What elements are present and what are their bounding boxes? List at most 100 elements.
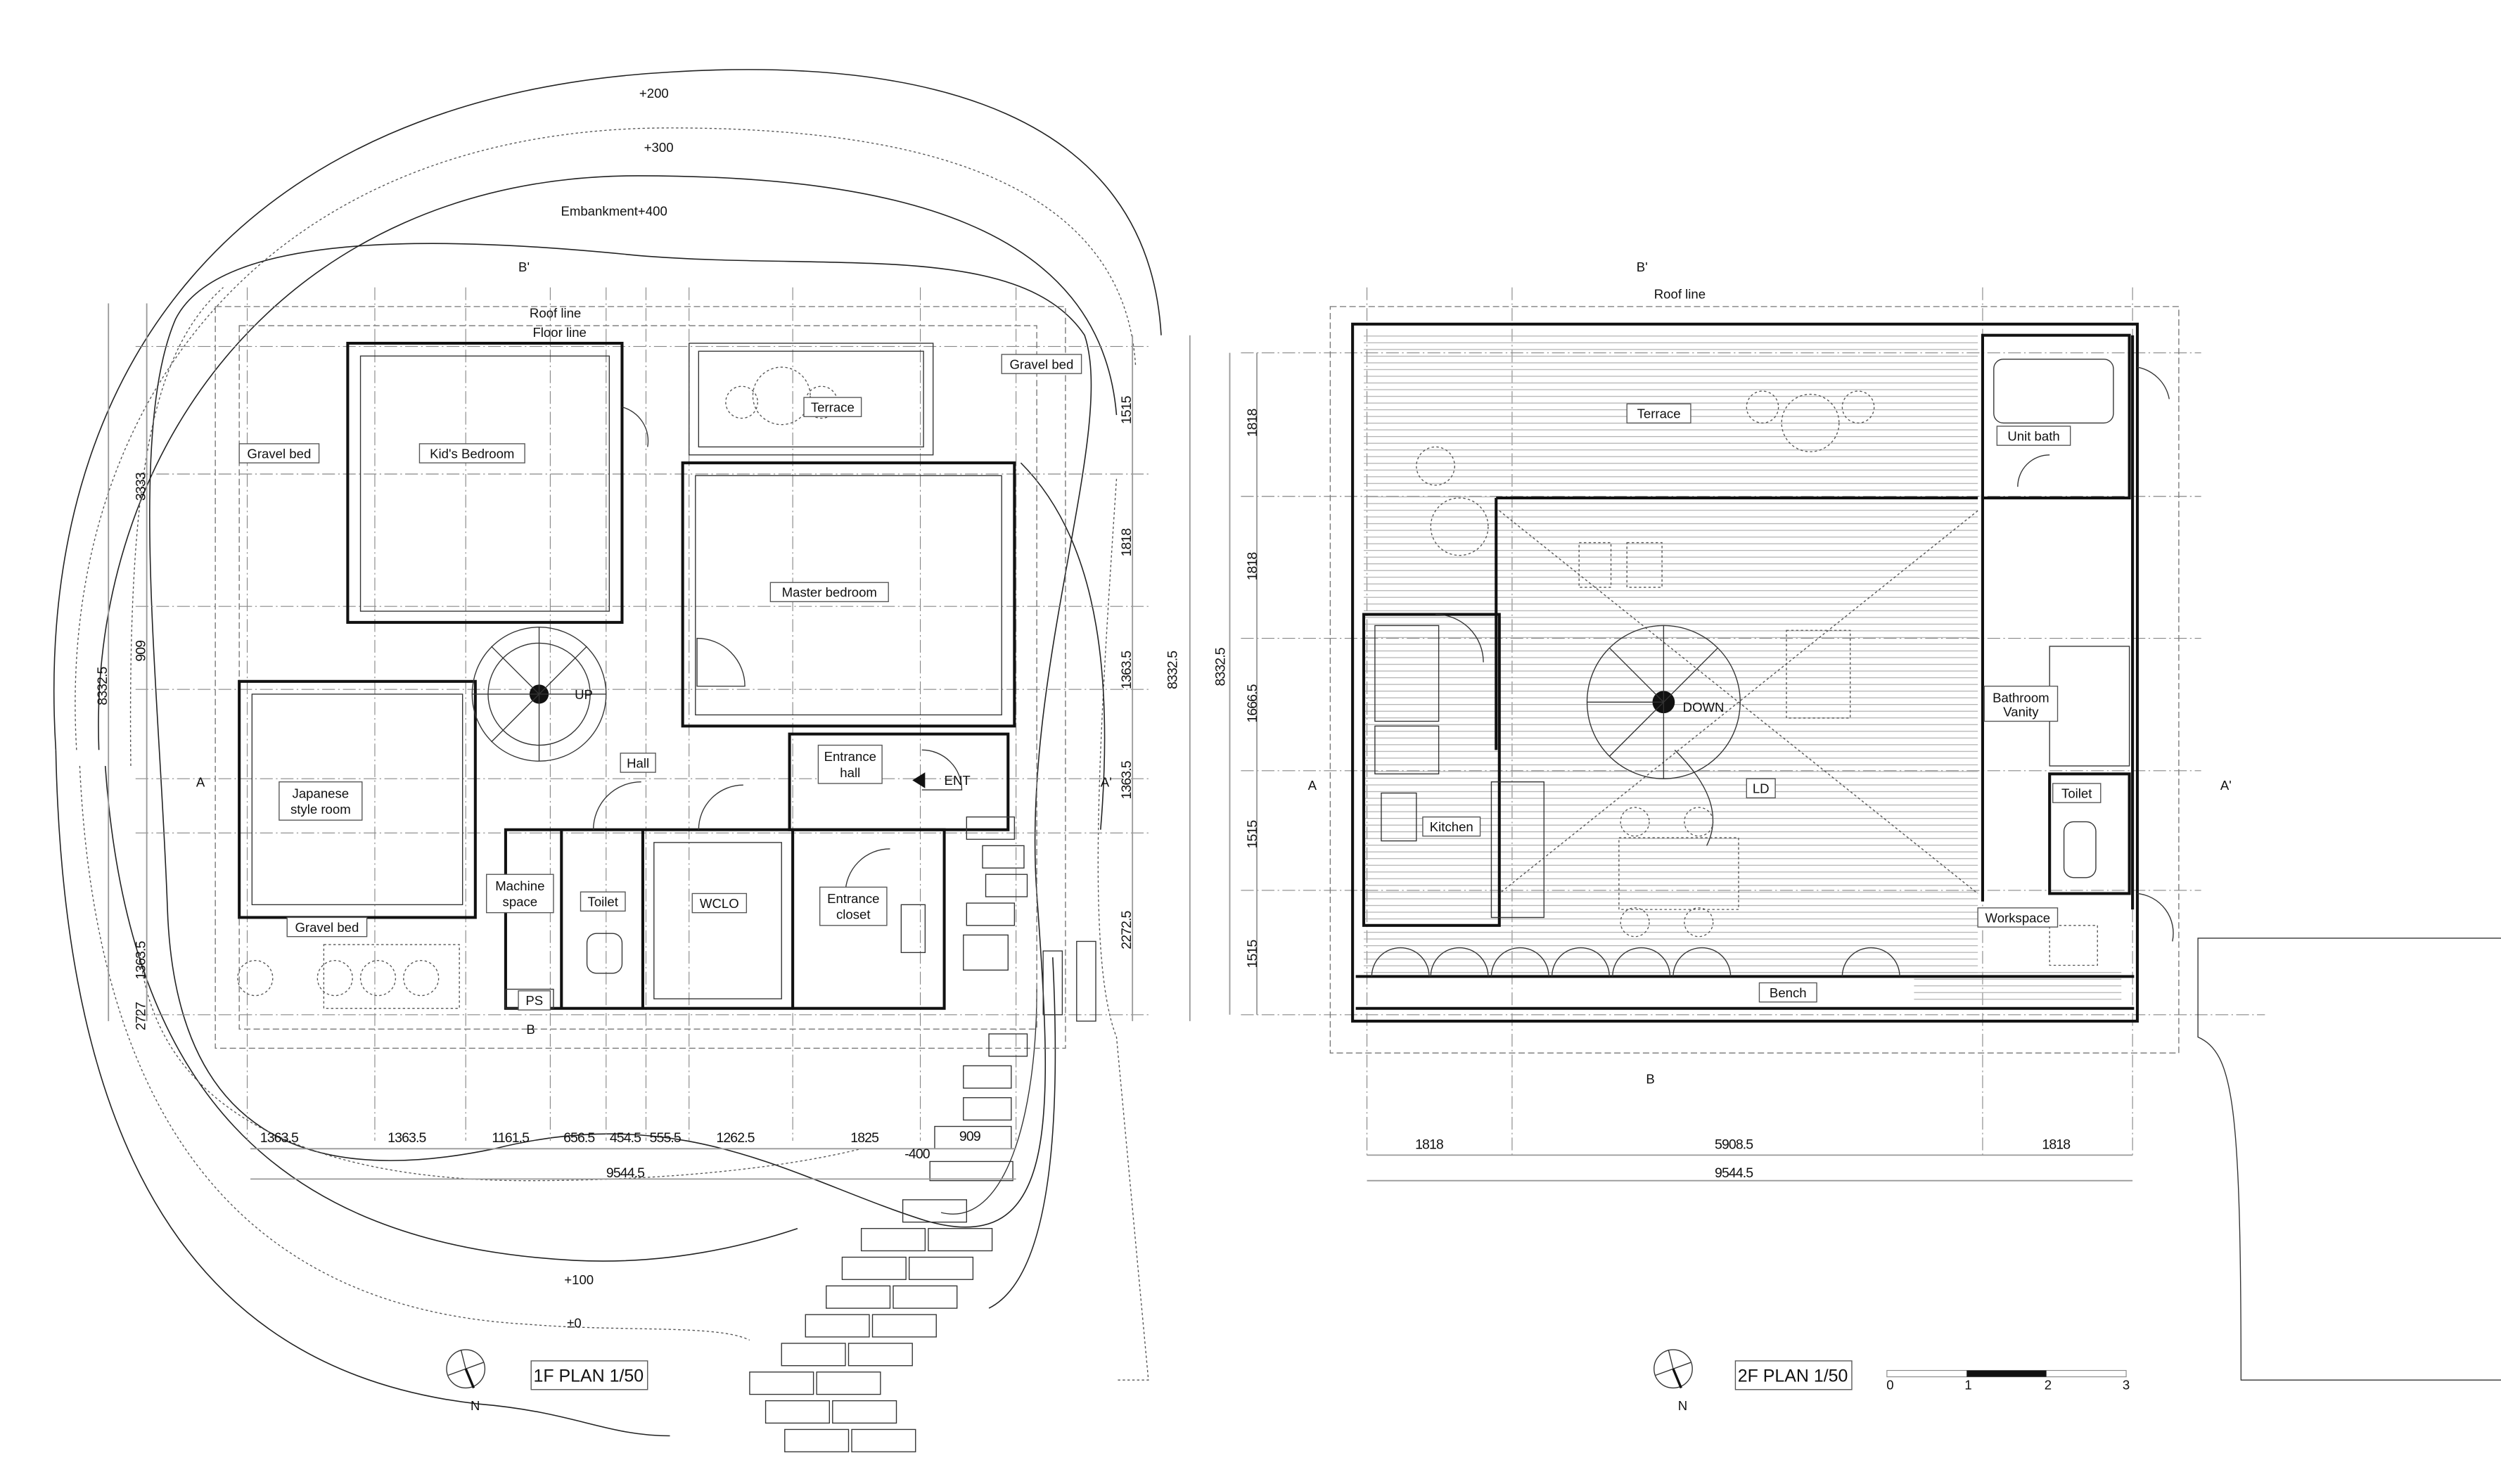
dim-right-total: 8332.5 [1165, 651, 1181, 689]
section-mark-b-bottom: B [526, 1022, 535, 1037]
stair-label-up: UP [575, 687, 593, 702]
contour-label-0: ±0 [567, 1315, 582, 1330]
room-label-entrance-closet: Entrance [827, 891, 879, 906]
room-label-gravel-bed: Gravel bed [1009, 357, 1073, 371]
roof-line-outline-2f [1329, 306, 2180, 1054]
dim-left: 909 [133, 641, 148, 662]
room-label-master-bedroom: Master bedroom [782, 585, 877, 600]
dimension-lines-2f [1229, 352, 2133, 1182]
room-label-terrace: Terrace [811, 400, 855, 415]
contour-label-embankment: Embankment+400 [561, 204, 667, 219]
dim-right: 1818 [1119, 529, 1134, 557]
floor-line-label: Floor line [532, 325, 586, 340]
room-label-entrance-hall: Entrance [824, 749, 876, 764]
walls-1f [238, 341, 1016, 1010]
dim-bottom: 656.5 [563, 1130, 595, 1146]
scale-tick: 0 [1886, 1378, 1893, 1393]
scale-bar: 0 1 2 3 [1886, 1369, 2130, 1393]
room-label-gravel-bed: Gravel bed [247, 446, 311, 461]
dim-bottom: 1363.5 [388, 1130, 426, 1146]
site-contours [53, 69, 1162, 1437]
dim-left: 1818 [1245, 553, 1260, 581]
section-mark-a-right: A' [1101, 775, 1112, 790]
room-label-toilet: Toilet [588, 895, 619, 909]
spiral-stair-1f [471, 627, 607, 762]
north-label: N [1678, 1398, 1687, 1413]
room-label-entrance-hall: hall [840, 765, 860, 780]
section-mark-b-top: B' [518, 260, 530, 274]
room-label-japanese-style-room: style room [290, 802, 351, 817]
dim-left: 3333 [133, 473, 148, 501]
room-label-kids-bedroom: Kid's Bedroom [430, 446, 514, 461]
room-label-ps: PS [525, 993, 543, 1008]
room-label-bench: Bench [1770, 985, 1807, 1000]
dim-left: 1515 [1245, 820, 1260, 849]
dim-bottom-total: 9544.5 [1715, 1165, 1753, 1181]
dimension-lines-1f [108, 303, 1191, 1180]
dim-bottom: 5908.5 [1715, 1137, 1753, 1152]
first-floor-plan: +200 +300 Embankment+400 +100 ±0 -400 B'… [53, 69, 1191, 1452]
scale-tick: 3 [2123, 1378, 2130, 1393]
room-label-terrace: Terrace [1637, 407, 1681, 421]
dim-bottom: 1818 [1415, 1137, 1443, 1152]
room-label-machine-space: space [503, 895, 538, 909]
contour-label-200: +200 [639, 86, 669, 101]
level-label-minus400: -400 [904, 1146, 930, 1162]
dim-left: 1666.5 [1245, 684, 1260, 722]
room-label-toilet: Toilet [2061, 786, 2092, 800]
roof-line-outline [215, 306, 1066, 1049]
dim-bottom: 1262.5 [716, 1130, 755, 1146]
north-arrow-2f: N [1654, 1349, 1693, 1413]
entrance-label-ent: ENT [945, 773, 971, 788]
dim-left: 2727 [133, 1002, 148, 1030]
plan-title-2f: 2F PLAN 1/50 [1738, 1366, 1848, 1386]
walls-2f [1351, 322, 2174, 1023]
section-mark-a-right: A' [2220, 778, 2232, 793]
section-mark-b-bottom: B [1646, 1071, 1654, 1086]
room-label-machine-space: Machine [495, 878, 544, 893]
dim-bottom: 555.5 [650, 1130, 682, 1146]
dim-bottom-total: 9544.5 [606, 1165, 645, 1181]
scale-tick: 1 [1964, 1378, 1971, 1393]
room-label-gravel-bed: Gravel bed [295, 920, 359, 935]
dim-right: 1363.5 [1119, 760, 1134, 799]
site-boundary [2197, 938, 2501, 1381]
north-arrow-1f: N [446, 1349, 486, 1413]
section-mark-b-top: B' [1637, 260, 1648, 274]
dim-left-total: 8332.5 [95, 666, 110, 705]
contour-label-300: +300 [644, 140, 674, 155]
scale-tick: 2 [2045, 1378, 2052, 1393]
dim-bottom: 1825 [850, 1130, 879, 1146]
room-label-unit-bath: Unit bath [2007, 428, 2059, 443]
contour-label-100: +100 [564, 1272, 594, 1287]
room-label-kitchen: Kitchen [1430, 819, 1473, 834]
floor-line-outline [238, 325, 1037, 1030]
dim-left-total: 8332.5 [1213, 647, 1229, 686]
brick-path [749, 1199, 993, 1452]
spiral-stair-2f [1586, 625, 1741, 846]
dim-right: 1515 [1119, 395, 1134, 424]
section-mark-a-left: A [196, 775, 205, 790]
roof-line-label: Roof line [1654, 287, 1706, 302]
dim-left: 1818 [1245, 409, 1260, 437]
room-label-bathroom-vanity: Bathroom [1993, 690, 2049, 705]
roof-line-label: Roof line [530, 306, 581, 321]
dim-bottom: 1363.5 [260, 1130, 299, 1146]
dim-left: 1363.5 [133, 941, 148, 980]
dim-bottom: 1818 [2042, 1137, 2070, 1152]
dim-right: 2272.5 [1119, 910, 1134, 949]
room-label-workspace: Workspace [1985, 910, 2051, 925]
dim-bottom: 909 [959, 1129, 980, 1144]
room-label-bathroom-vanity: Vanity [2003, 705, 2039, 719]
section-mark-a-left: A [1308, 778, 1317, 793]
room-label-ld: LD [1753, 781, 1770, 796]
stepping-stones [929, 816, 1096, 1182]
plan-title-1f: 1F PLAN 1/50 [534, 1366, 644, 1386]
furniture-2f [1416, 390, 2098, 966]
north-label: N [471, 1398, 480, 1413]
room-label-hall: Hall [627, 755, 649, 770]
dim-bottom: 1161.5 [492, 1130, 530, 1146]
second-floor-plan: B' B A A' Roof line Terrace Unit bath DO… [1213, 260, 2501, 1413]
dim-bottom: 454.5 [610, 1130, 641, 1146]
